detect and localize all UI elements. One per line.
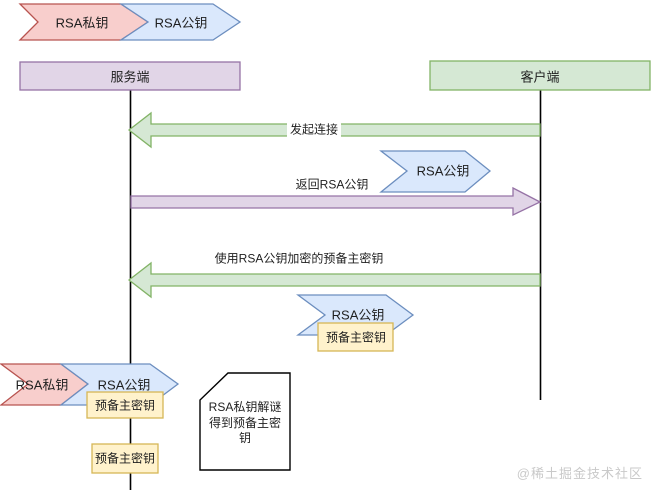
server-premaster-received-label: 预备主密钥 [94,398,156,413]
decrypt-note-shape [199,372,291,471]
client-box [429,60,651,91]
server-box [19,61,241,91]
legend-rsa-private-key-label: RSA私钥 [55,15,109,31]
sent-public-key-banner [379,150,492,193]
server-premaster-received-box [86,391,164,419]
server-premaster-decrypted-box [91,443,159,474]
sent-public-key-banner-label: RSA公钥 [416,163,470,179]
server-label: 服务端 [110,69,150,85]
client-label: 客户端 [520,69,560,85]
return-public-key-arrow [130,186,542,217]
server-private-key-banner-label: RSA私钥 [15,377,69,393]
premaster-encrypted-arrow [127,261,541,299]
premaster-encrypted-label: 使用RSA公钥加密的预备主密钥 [214,251,384,266]
client-premaster-label: 预备主密钥 [325,330,387,345]
client-public-key-banner-label: RSA公钥 [331,307,385,323]
legend-rsa-public-key-label: RSA公钥 [154,15,208,31]
server-public-key-banner-label: RSA公钥 [97,377,151,393]
decrypt-note-text: RSA私钥解谜得到预备主密钥 [208,400,282,446]
client-premaster-box [317,322,394,352]
server-premaster-decrypted-label: 预备主密钥 [94,451,156,466]
initiate-connection-label: 发起连接 [286,120,342,138]
return-public-key-label: 返回RSA公钥 [295,177,369,192]
watermark: @稀土掘金技术社区 [516,466,643,481]
legend-rsa-public-key-banner [118,3,242,41]
